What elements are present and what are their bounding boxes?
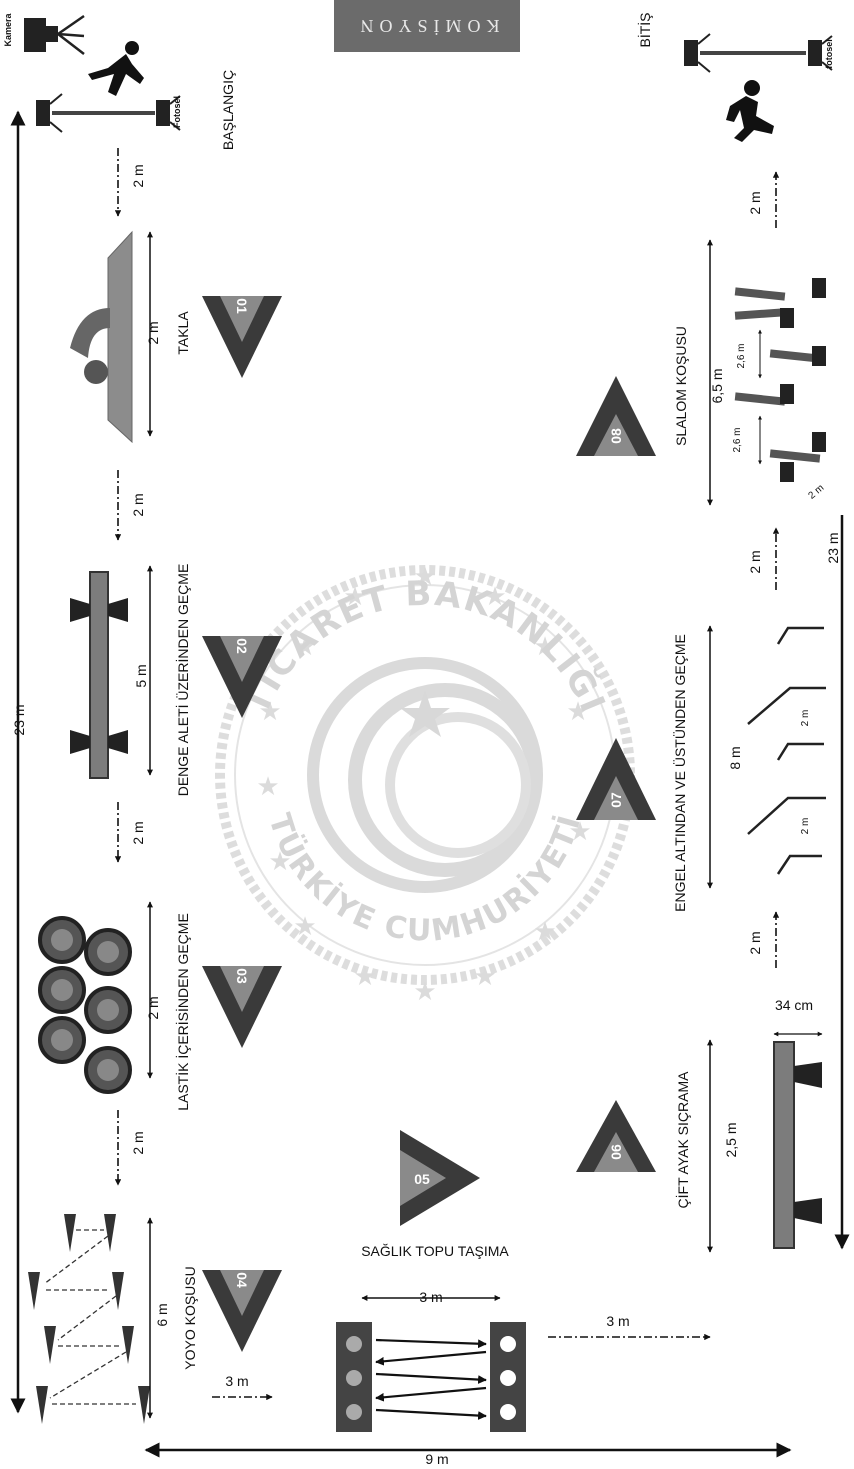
svg-text:★: ★ [533,917,556,947]
runner-icon-start [88,41,144,96]
total-width-label: 9 m [425,1451,448,1467]
ball-gap: 3 m [606,1313,629,1329]
hurdles [748,628,826,874]
slalom-sub-1: 2,6 m [736,343,747,368]
hurdles-dim: 8 m [727,746,743,769]
slalom-sub-2: 2,6 m [732,427,743,452]
beam-dim: 5 m [133,664,149,687]
station-no-03: 03 [234,968,250,984]
tires-name: LASTİK İÇERİSİNDEN GEÇME [174,913,191,1111]
beam-name: DENGE ALETİ ÜZERİNDEN GEÇME [174,564,191,797]
camera-icon [24,16,84,54]
start-label: BAŞLANGIÇ [220,70,236,150]
svg-text:★: ★ [413,977,436,1007]
jump-name: ÇİFT AYAK SIÇRAMA [674,1071,691,1209]
yoyo-dim: 6 m [154,1303,170,1326]
takla-mat [70,232,132,442]
gap-label-right-1: 2 m [747,191,763,214]
station-no-07: 07 [608,792,624,808]
finish-gate [684,34,832,72]
hurdles-name: ENGEL ALTINDAN VE ÜSTÜNDEN GEÇME [671,634,688,912]
gap-label-right-2: 2 m [747,550,763,573]
station-no-01: 01 [234,298,250,314]
hurdles-sub-2: 2 m [800,818,811,835]
start-gate [36,94,180,132]
slalom-sub-3: 2 m [806,483,826,502]
gap-label-right-3: 2 m [747,931,763,954]
slalom-poles [735,287,821,462]
hurdles-sub-1: 2 m [800,710,811,727]
commission-banner: KOMİSYON [334,0,520,52]
station-no-02: 02 [234,638,250,654]
finish-label: BİTİŞ [636,12,653,47]
yoyo-name: YOYO KOŞUSU [182,1266,198,1369]
watermark-seal: ★ ★ ★ ★ ★ ★ ★ ★ ★ ★ ★ ★ ★ ★ ★ TİCARET BA… [220,562,630,1007]
station-no-04: 04 [234,1272,250,1288]
camera-label: Kamera [3,13,13,47]
finish-photocell-label: fotosel [824,39,834,69]
station-chevron-06 [576,1100,656,1172]
slalom-dim: 6,5 m [709,368,725,403]
station-no-06: 06 [608,1144,624,1160]
total-length-right-label: 23 m [825,532,841,563]
gap-label-1: 2 m [130,164,146,187]
slalom-name: SLALOM KOŞUSU [673,326,689,446]
balance-beam [70,572,128,778]
takla-name: TAKLA [175,311,191,355]
yoyo-width: 3 m [225,1373,248,1389]
svg-text:★: ★ [353,962,376,992]
tires-dim: 2 m [145,996,161,1019]
total-length-left-label: 23 m [11,704,27,735]
bar-width: 34 cm [775,997,813,1013]
station-chevron-05 [400,1130,480,1226]
ball-dim: 3 m [419,1289,442,1305]
gap-label-3: 2 m [130,821,146,844]
ball-name: SAĞLIK TOPU TAŞIMA [361,1243,509,1259]
jump-bar [774,1042,822,1248]
runner-icon-finish [726,80,774,142]
jump-dim: 2,5 m [723,1122,739,1157]
svg-text:★: ★ [473,962,496,992]
takla-dim: 2 m [145,321,161,344]
station-no-05: 05 [414,1171,430,1187]
start-photocell-label: Fotosel [172,96,182,128]
svg-text:★: ★ [256,772,279,802]
station-no-08: 08 [608,428,624,444]
svg-text:★: ★ [293,912,316,942]
gap-label-2: 2 m [130,493,146,516]
gap-label-4: 2 m [130,1131,146,1154]
yoyo-cones [28,1214,150,1424]
